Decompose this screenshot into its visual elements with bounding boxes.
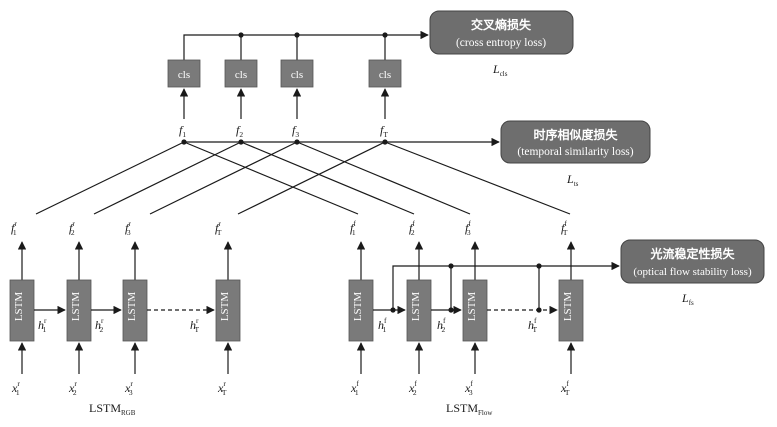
flow-lstm-cell-3: LSTM [462,279,488,342]
flow-input-arrows [356,342,576,374]
optical-flow-stability-loss-subtitle: (optical flow stability loss) [633,266,752,278]
cls-box-1: cls [167,59,201,88]
rgb-lstm-cell-2: LSTM [66,279,92,342]
cls-bus [183,30,429,60]
optical-flow-stability-loss-symbol: Lfs [681,291,694,307]
optical-flow-stability-loss-title: 光流稳定性损失 [649,246,735,261]
temporal-similarity-loss-subtitle: (temporal similarity loss) [517,146,633,158]
cls-box-3: cls [280,59,314,88]
fused-label-2: f2 [236,123,243,139]
fused-label-1: f1 [179,123,186,139]
fused-label-3: f3 [292,123,299,139]
svg-text:cls: cls [178,69,190,81]
flow-lstm-cell-T: LSTM [558,279,584,342]
cross-entropy-loss-symbol: Lcls [492,62,508,78]
temporal-similarity-bus [181,137,500,147]
rgb-output-arrows [17,241,233,280]
temporal-similarity-loss-box: 时序相似度损失 (temporal similarity loss) [500,120,651,164]
temporal-similarity-loss-symbol: Lts [566,172,579,188]
optical-flow-stability-bus [390,261,620,313]
svg-text:cls: cls [291,69,303,81]
svg-text:LSTM: LSTM [466,292,478,322]
rgb-lstm-cell-1: LSTM [9,279,35,342]
flow-branch-name: LSTMFlow [446,401,493,417]
cls-box-2: cls [224,59,258,88]
fused-label-T: fT [380,123,388,139]
flow-lstm-cell-1: LSTM [348,279,374,342]
cross-entropy-loss-box: 交叉熵损失 (cross entropy loss) [429,10,574,55]
cls-box-T: cls [368,59,402,88]
rgb-branch-name: LSTMRGB [89,401,136,417]
temporal-similarity-loss-title: 时序相似度损失 [533,127,618,142]
flow-output-arrows [356,241,576,280]
svg-text:cls: cls [379,69,391,81]
fused-to-cls-arrows [179,88,390,119]
svg-text:LSTM: LSTM [562,292,574,322]
rgb-lstm-cell-3: LSTM [122,279,148,342]
fusion-crossing-lines [35,141,571,215]
svg-text:LSTM: LSTM [70,292,82,322]
svg-text:LSTM: LSTM [352,292,364,322]
svg-text:LSTM: LSTM [13,292,25,322]
cross-entropy-loss-title: 交叉熵损失 [471,17,532,32]
svg-text:LSTM: LSTM [126,292,138,322]
flow-lstm-cell-2: LSTM [406,279,432,342]
svg-text:LSTM: LSTM [410,292,422,322]
svg-text:cls: cls [235,69,247,81]
svg-text:LSTM: LSTM [219,292,231,322]
rgb-lstm-cell-T: LSTM [215,279,241,342]
rgb-input-arrows [17,342,233,374]
optical-flow-stability-loss-box: 光流稳定性损失 (optical flow stability loss) [620,239,765,284]
cross-entropy-loss-subtitle: (cross entropy loss) [456,37,546,49]
